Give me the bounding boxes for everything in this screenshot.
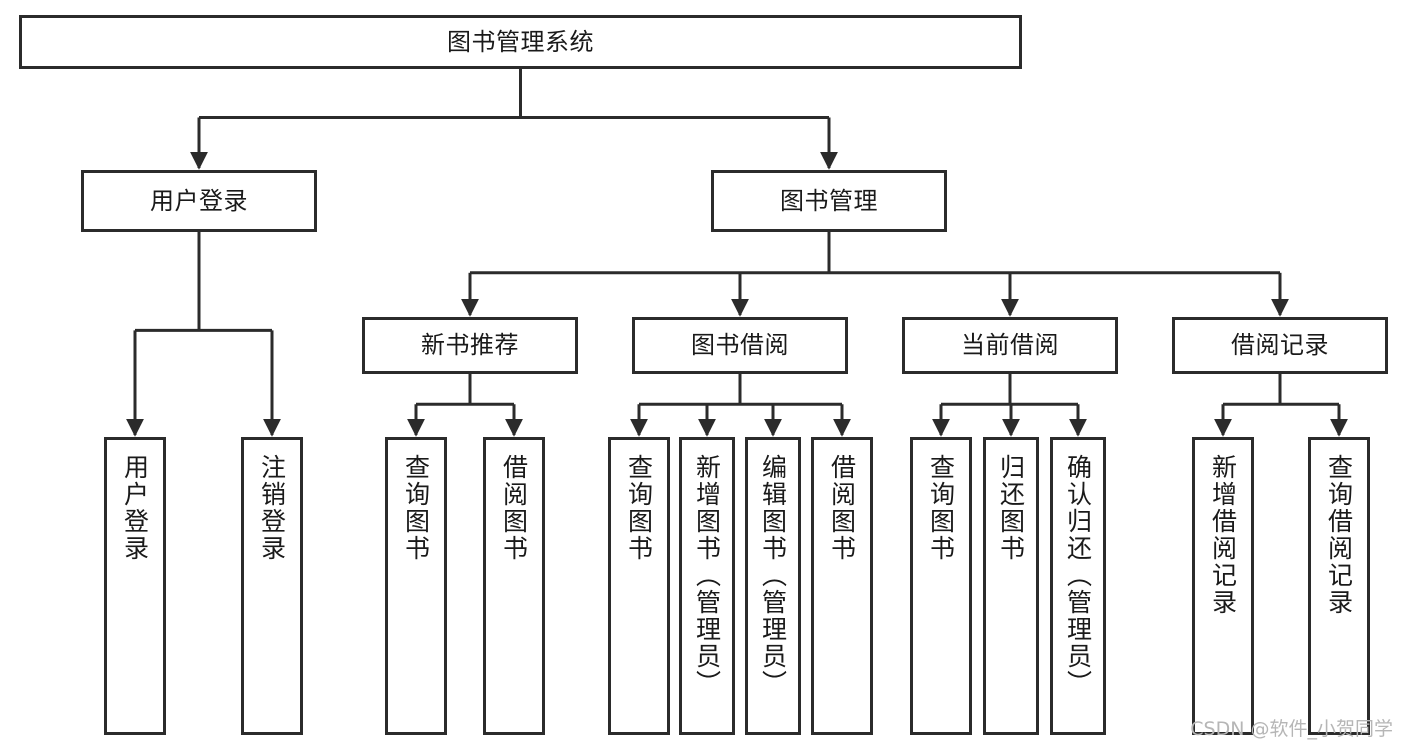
- node-label-new-book-rec: 新书推荐: [421, 331, 519, 360]
- node-user-login[interactable]: 用户登录: [81, 170, 317, 232]
- node-leaf-borrow-book-2[interactable]: 借阅图书: [811, 437, 873, 735]
- node-label-leaf-edit-book: 编辑图书（管理员）: [758, 454, 788, 697]
- node-leaf-query-book-3[interactable]: 查询图书: [910, 437, 972, 735]
- node-label-leaf-return-book: 归还图书: [996, 454, 1026, 562]
- node-leaf-query-record[interactable]: 查询借阅记录: [1308, 437, 1370, 735]
- watermark-text: CSDN @软件_小贺同学: [1190, 718, 1393, 740]
- node-label-book-manage: 图书管理: [780, 186, 878, 215]
- node-label-book-borrow: 图书借阅: [691, 331, 789, 360]
- node-leaf-user-logout[interactable]: 注销登录: [241, 437, 303, 735]
- node-label-leaf-borrow-book-2: 借阅图书: [827, 454, 857, 562]
- node-label-current-borrow: 当前借阅: [961, 331, 1059, 360]
- node-leaf-user-login[interactable]: 用户登录: [104, 437, 166, 735]
- node-label-leaf-confirm-return: 确认归还（管理员）: [1063, 454, 1093, 697]
- node-leaf-add-book[interactable]: 新增图书（管理员）: [679, 437, 735, 735]
- node-label-leaf-query-book-2: 查询图书: [624, 454, 654, 562]
- node-leaf-edit-book[interactable]: 编辑图书（管理员）: [745, 437, 801, 735]
- node-label-leaf-query-record: 查询借阅记录: [1324, 454, 1354, 616]
- node-leaf-add-record[interactable]: 新增借阅记录: [1192, 437, 1254, 735]
- node-label-leaf-add-record: 新增借阅记录: [1208, 454, 1238, 616]
- node-label-root: 图书管理系统: [447, 27, 594, 56]
- node-leaf-confirm-return[interactable]: 确认归还（管理员）: [1050, 437, 1106, 735]
- node-leaf-query-book-1[interactable]: 查询图书: [385, 437, 447, 735]
- node-root[interactable]: 图书管理系统: [19, 15, 1022, 69]
- node-book-borrow[interactable]: 图书借阅: [632, 317, 848, 374]
- node-label-leaf-add-book: 新增图书（管理员）: [692, 454, 722, 697]
- node-label-leaf-user-logout: 注销登录: [257, 454, 287, 562]
- node-leaf-borrow-book-1[interactable]: 借阅图书: [483, 437, 545, 735]
- node-book-manage[interactable]: 图书管理: [711, 170, 947, 232]
- node-borrow-record[interactable]: 借阅记录: [1172, 317, 1388, 374]
- node-label-leaf-borrow-book-1: 借阅图书: [499, 454, 529, 562]
- node-current-borrow[interactable]: 当前借阅: [902, 317, 1118, 374]
- node-new-book-rec[interactable]: 新书推荐: [362, 317, 578, 374]
- node-leaf-return-book[interactable]: 归还图书: [983, 437, 1039, 735]
- node-leaf-query-book-2[interactable]: 查询图书: [608, 437, 670, 735]
- node-label-leaf-query-book-3: 查询图书: [926, 454, 956, 562]
- node-label-user-login: 用户登录: [150, 186, 248, 215]
- node-label-borrow-record: 借阅记录: [1231, 331, 1329, 360]
- node-label-leaf-query-book-1: 查询图书: [401, 454, 431, 562]
- node-label-leaf-user-login: 用户登录: [120, 454, 150, 562]
